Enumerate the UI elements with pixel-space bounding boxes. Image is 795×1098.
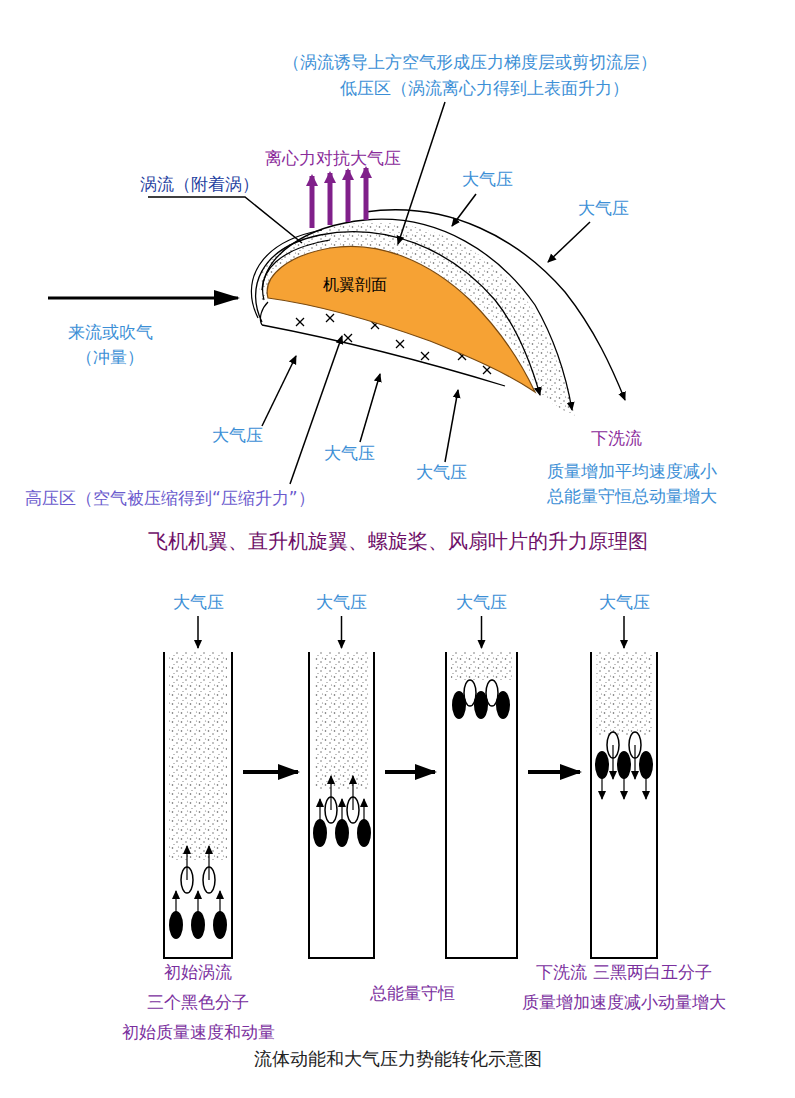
figure-caption: 流体动能和大气压力势能转化示意图: [254, 1046, 542, 1072]
tube: 大气压初始涡流 三个黑色分子 初始质量速度和动量: [163, 652, 233, 959]
airfoil-section: 机翼剖面: [255, 235, 545, 400]
flow-arrow: [385, 770, 435, 774]
pressure-label: 大气压: [316, 590, 367, 615]
node-label: 机翼剖面: [323, 273, 387, 296]
annotation: 高压区（空气被压缩得到“压缩升力”）: [25, 486, 315, 511]
annotation: 低压区（涡流离心力得到上表面升力）: [340, 76, 629, 101]
tube: 大气压: [445, 652, 518, 959]
annotation: 大气压: [324, 441, 375, 466]
annotation: 大气压: [462, 167, 513, 192]
pressure-label: 大气压: [599, 590, 650, 615]
annotation: 涡流（附着涡）: [140, 172, 259, 197]
flow-arrow: [243, 770, 298, 774]
annotation: 总能量守恒: [370, 981, 455, 1006]
pressure-label: 大气压: [456, 590, 507, 615]
annotation: 大气压: [212, 423, 263, 448]
annotation: 来流或吹气 （冲量）: [68, 320, 153, 369]
annotation: 下洗流: [591, 426, 642, 451]
pressure-label: 大气压: [173, 590, 224, 615]
annotation: 大气压: [416, 460, 467, 485]
annotation: 大气压: [578, 196, 629, 221]
tube: 大气压下洗流 三黑两白五分子 质量增加速度减小动量增大: [590, 652, 658, 959]
tube-caption: 初始涡流 三个黑色分子 初始质量速度和动量: [122, 958, 275, 1047]
figure-title: 飞机机翼、直升机旋翼、螺旋桨、风扇叶片的升力原理图: [148, 527, 648, 556]
tube: 大气压: [308, 652, 375, 959]
annotation: （涡流诱导上方空气形成压力梯度层或剪切流层）: [283, 50, 657, 75]
annotation: 质量增加平均速度减小 总能量守恒总动量增大: [547, 459, 717, 508]
flow-arrow: [528, 770, 580, 774]
airfoil-shape: [255, 235, 545, 400]
annotation: 离心力对抗大气压: [265, 146, 401, 171]
tube-caption: 下洗流 三黑两白五分子 质量增加速度减小动量增大: [522, 958, 726, 1018]
